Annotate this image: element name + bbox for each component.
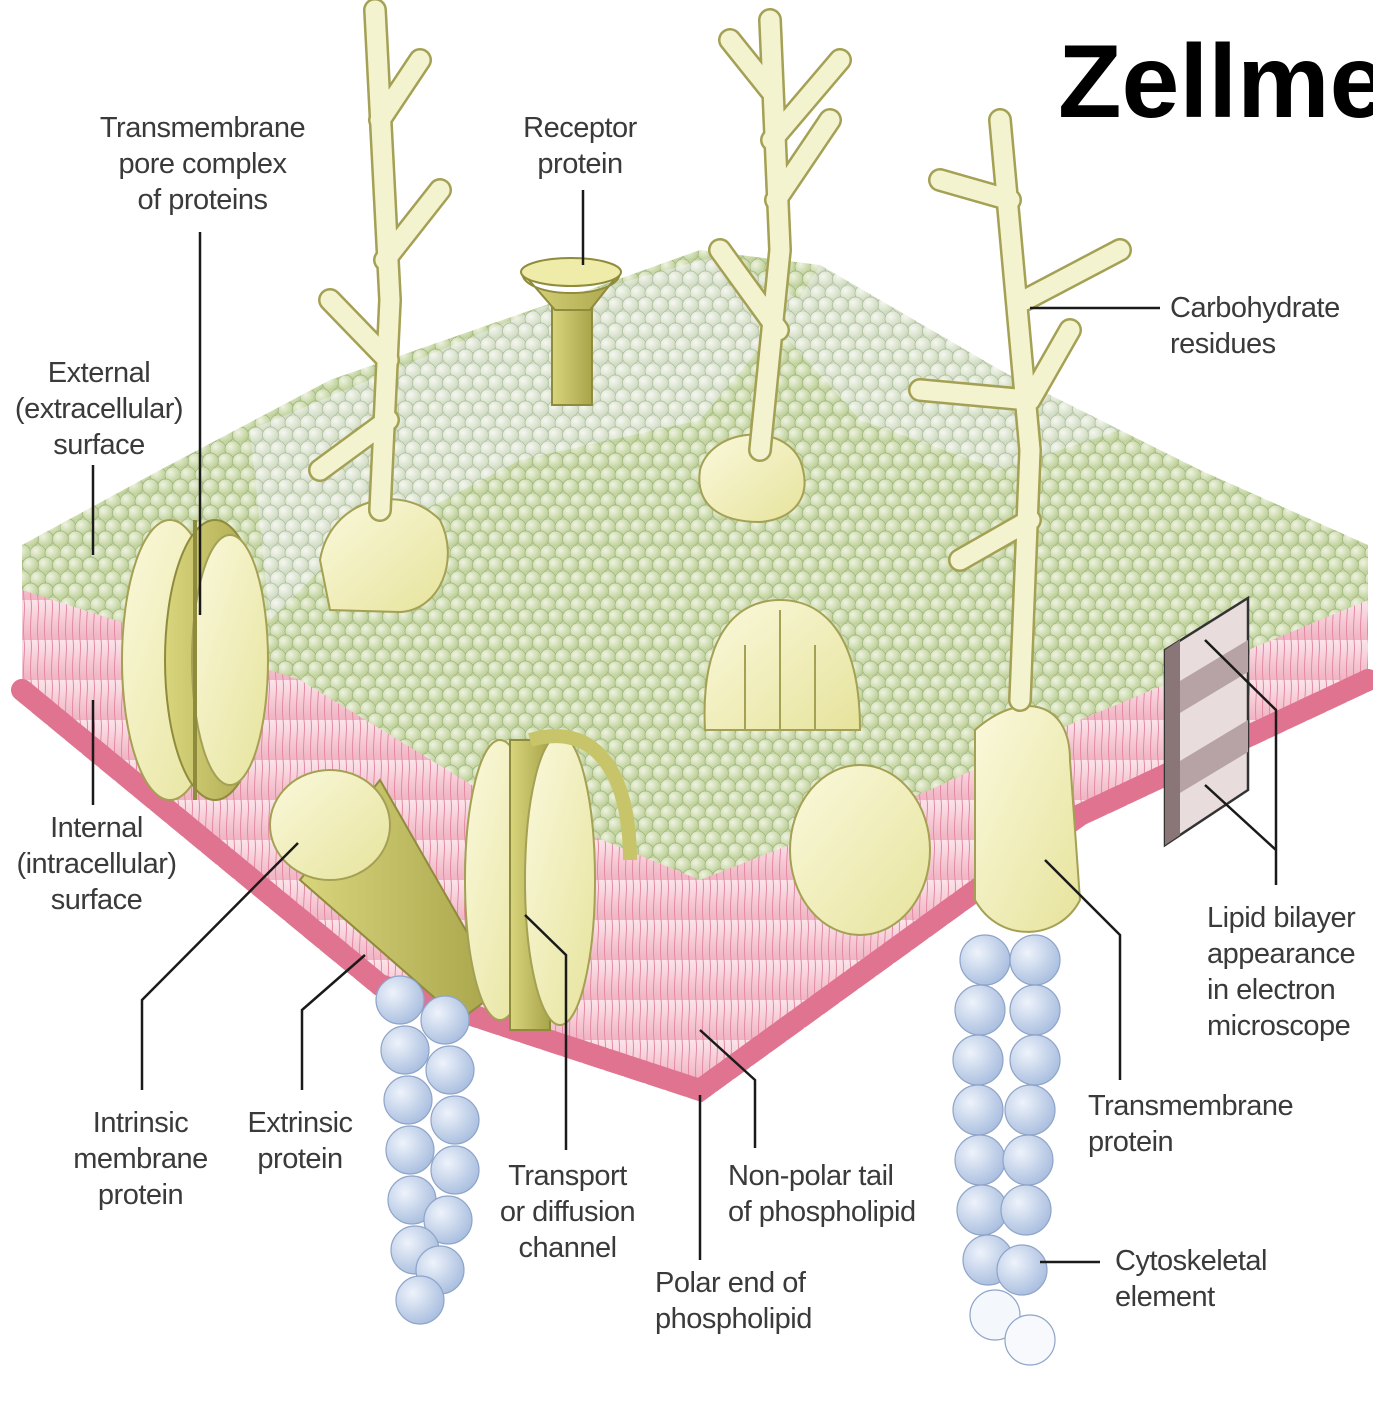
diagram-title: Zellme — [1058, 30, 1373, 134]
embedded-protein-right — [790, 765, 930, 935]
cytoskeletal-element-right — [953, 935, 1060, 1365]
label-internal-surface: Internal (intracellular) surface — [4, 810, 189, 918]
label-polar-end: Polar end of phospholipid — [655, 1265, 845, 1337]
transmembrane-pore-complex — [122, 520, 268, 800]
label-nonpolar-tail: Non-polar tail of phospholipid — [728, 1158, 958, 1230]
transmembrane-protein — [975, 706, 1080, 932]
label-intrinsic-membrane-protein: Intrinsic membrane protein — [58, 1105, 223, 1213]
label-external-surface: External (extracellular) surface — [4, 355, 194, 463]
label-lipid-bilayer-em: Lipid bilayer appearance in electron mic… — [1207, 900, 1373, 1044]
label-transmembrane-pore-complex: Transmembrane pore complex of proteins — [90, 110, 315, 218]
label-carbohydrate-residues: Carbohydrate residues — [1170, 290, 1370, 362]
cytoskeletal-element-left — [376, 976, 479, 1324]
label-transport-channel: Transport or diffusion channel — [480, 1158, 655, 1266]
label-transmembrane-protein: Transmembrane protein — [1088, 1088, 1328, 1160]
label-receptor-protein: Receptor protein — [505, 110, 655, 182]
label-extrinsic-protein: Extrinsic protein — [230, 1105, 370, 1177]
label-cytoskeletal-element: Cytoskeletal element — [1115, 1243, 1295, 1315]
